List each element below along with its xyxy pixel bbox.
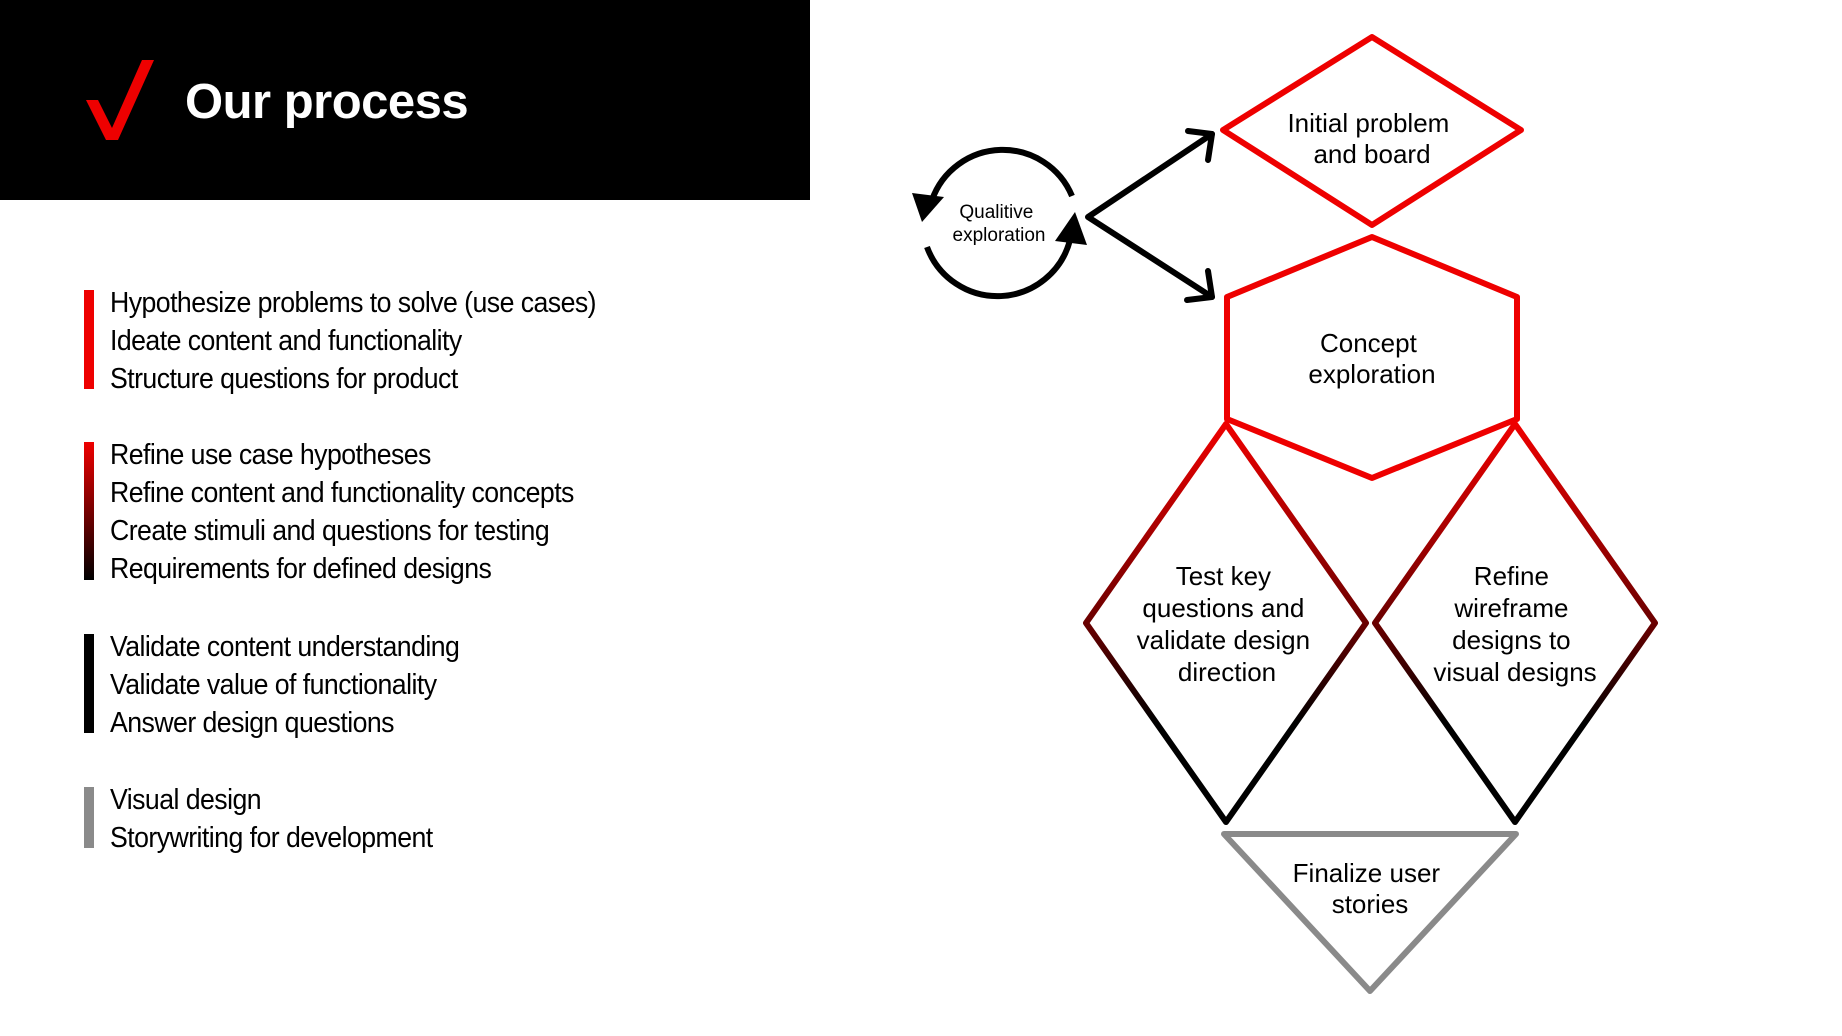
- group-line: Answer design questions: [110, 707, 394, 739]
- cycle-arrows-icon: [924, 146, 1075, 300]
- group-line: Structure questions for product: [110, 363, 458, 395]
- node-initial-problem[interactable]: Initial problem and board: [1220, 34, 1524, 228]
- node-label: Test key questions and validate design d…: [1137, 561, 1318, 687]
- loop-arc-bottom: [924, 239, 1073, 300]
- loop-arc-top: [929, 146, 1075, 201]
- page-title: Our process: [185, 75, 469, 129]
- node-test-key-questions[interactable]: Test key questions and validate design d…: [1083, 421, 1369, 825]
- group-bar-red: [84, 290, 94, 389]
- group-bar-gray: [84, 787, 94, 848]
- node-finalize-user-stories[interactable]: Finalize user stories: [1221, 831, 1519, 994]
- loop-arrowhead-left: [912, 193, 944, 222]
- node-label: Finalize user stories: [1293, 858, 1448, 919]
- group-line: Refine use case hypotheses: [110, 439, 431, 471]
- group-line: Hypothesize problems to solve (use cases…: [110, 287, 597, 319]
- group-line: Validate value of functionality: [110, 669, 437, 701]
- node-concept-exploration[interactable]: Concept exploration: [1224, 234, 1520, 481]
- group-bar-gradient: [84, 442, 94, 580]
- branch-lines: [1085, 131, 1215, 300]
- arrowhead-up-icon: [1185, 128, 1215, 163]
- node-refine-wireframe[interactable]: Refine wireframe designs to visual desig…: [1372, 421, 1658, 825]
- verizon-checkmark-icon: [86, 60, 154, 140]
- node-label: Initial problem and board: [1287, 108, 1456, 169]
- arrowhead-down-icon: [1184, 268, 1215, 303]
- group-line: Validate content understanding: [110, 631, 460, 663]
- branch-arrows: [1085, 128, 1215, 303]
- header-banner: Our process: [0, 0, 810, 200]
- group-line: Requirements for defined designs: [110, 553, 492, 585]
- group-line: Storywriting for development: [110, 822, 433, 854]
- group-line: Refine content and functionality concept…: [110, 477, 574, 509]
- group-line: Ideate content and functionality: [110, 325, 462, 357]
- node-label: Concept exploration: [1308, 328, 1435, 389]
- group-line: Create stimuli and questions for testing: [110, 515, 550, 547]
- loop-label: Qualitive exploration: [953, 202, 1046, 246]
- group-line: Visual design: [110, 784, 262, 816]
- loop-arrowhead-right: [1055, 212, 1087, 245]
- group-bar-black: [84, 634, 94, 733]
- node-label: Refine wireframe designs to visual desig…: [1433, 561, 1596, 687]
